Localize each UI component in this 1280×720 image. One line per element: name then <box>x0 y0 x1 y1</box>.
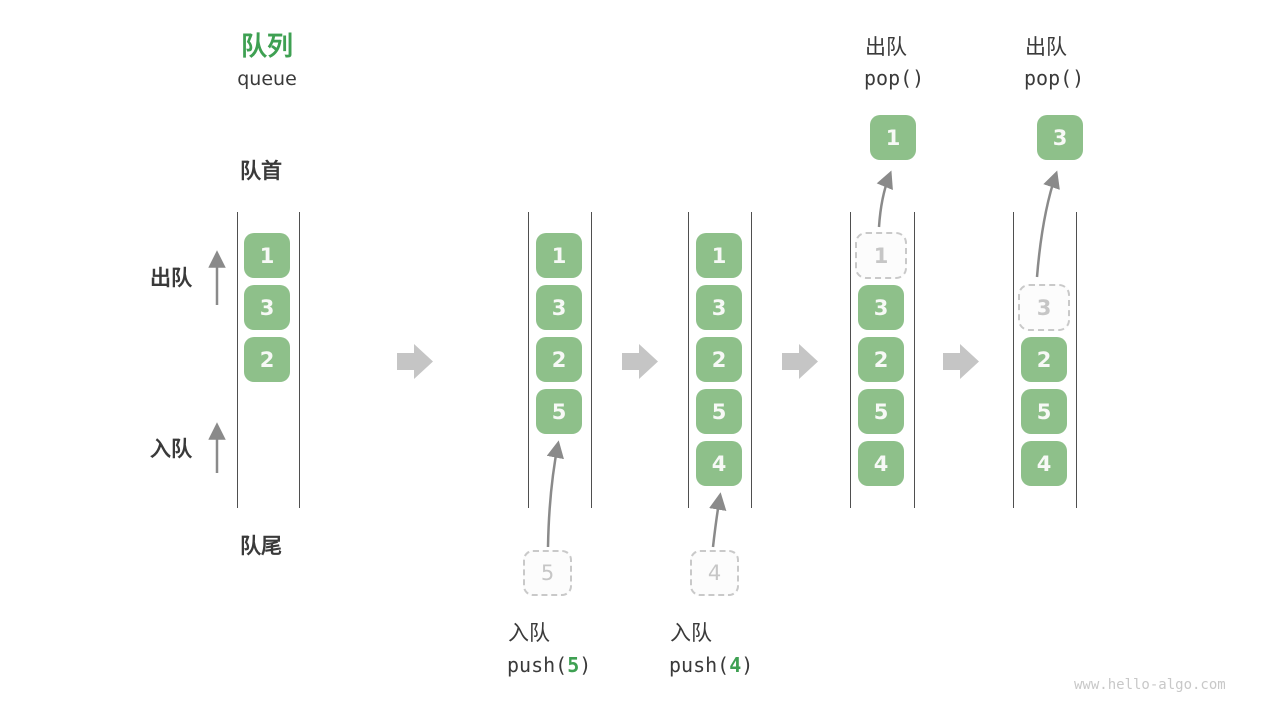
queue-item: 5 <box>858 389 904 434</box>
transition-arrow-icon <box>397 344 433 379</box>
queue-front-label: 队首 <box>240 159 282 183</box>
popped-item: 1 <box>870 115 916 160</box>
queue-item: 4 <box>1021 441 1067 486</box>
diagram-title-en: queue <box>237 68 297 90</box>
popped-item: 3 <box>1037 115 1083 160</box>
push-arg: 4 <box>729 653 742 677</box>
incoming-item: 4 <box>690 550 739 596</box>
queue-item: 2 <box>536 337 582 382</box>
queue-walls-state-2 <box>528 212 592 508</box>
queue-rear-label: 队尾 <box>240 534 282 558</box>
queue-walls-state-1 <box>237 212 300 508</box>
dequeue-op-label: 出队 <box>865 35 907 59</box>
incoming-item: 5 <box>523 550 572 596</box>
dequeue-op-code: pop() <box>864 66 925 90</box>
enqueue-direction-label: 入队 <box>150 437 192 461</box>
enqueue-op-code: push(4) <box>669 653 754 677</box>
dequeue-direction-label: 出队 <box>150 266 192 290</box>
queue-item: 2 <box>244 337 290 382</box>
queue-item: 1 <box>536 233 582 278</box>
queue-item: 3 <box>244 285 290 330</box>
queue-item: 5 <box>536 389 582 434</box>
queue-item: 5 <box>696 389 742 434</box>
queue-walls-state-3 <box>688 212 752 508</box>
push-arg: 5 <box>567 653 580 677</box>
queue-item: 3 <box>536 285 582 330</box>
watermark: www.hello-algo.com <box>1074 677 1226 693</box>
enqueue-op-label: 入队 <box>670 621 712 645</box>
queue-item: 1 <box>244 233 290 278</box>
queue-item: 3 <box>858 285 904 330</box>
queue-item: 2 <box>858 337 904 382</box>
dequeue-op-code: pop() <box>1024 66 1085 90</box>
enqueue-op-code: push(5) <box>507 653 592 677</box>
queue-item: 1 <box>696 233 742 278</box>
queue-item: 4 <box>696 441 742 486</box>
queue-item: 2 <box>1021 337 1067 382</box>
queue-item: 5 <box>1021 389 1067 434</box>
dequeue-op-label: 出队 <box>1025 35 1067 59</box>
diagram-title-zh: 队列 <box>240 32 293 62</box>
ghost-item: 3 <box>1018 284 1070 331</box>
transition-arrow-icon <box>782 344 818 379</box>
enqueue-op-label: 入队 <box>508 621 550 645</box>
ghost-item: 1 <box>855 232 907 279</box>
queue-item: 2 <box>696 337 742 382</box>
transition-arrow-icon <box>943 344 979 379</box>
queue-walls-state-4 <box>850 212 915 508</box>
queue-walls-state-5 <box>1013 212 1077 508</box>
queue-item: 3 <box>696 285 742 330</box>
transition-arrow-icon <box>622 344 658 379</box>
queue-item: 4 <box>858 441 904 486</box>
